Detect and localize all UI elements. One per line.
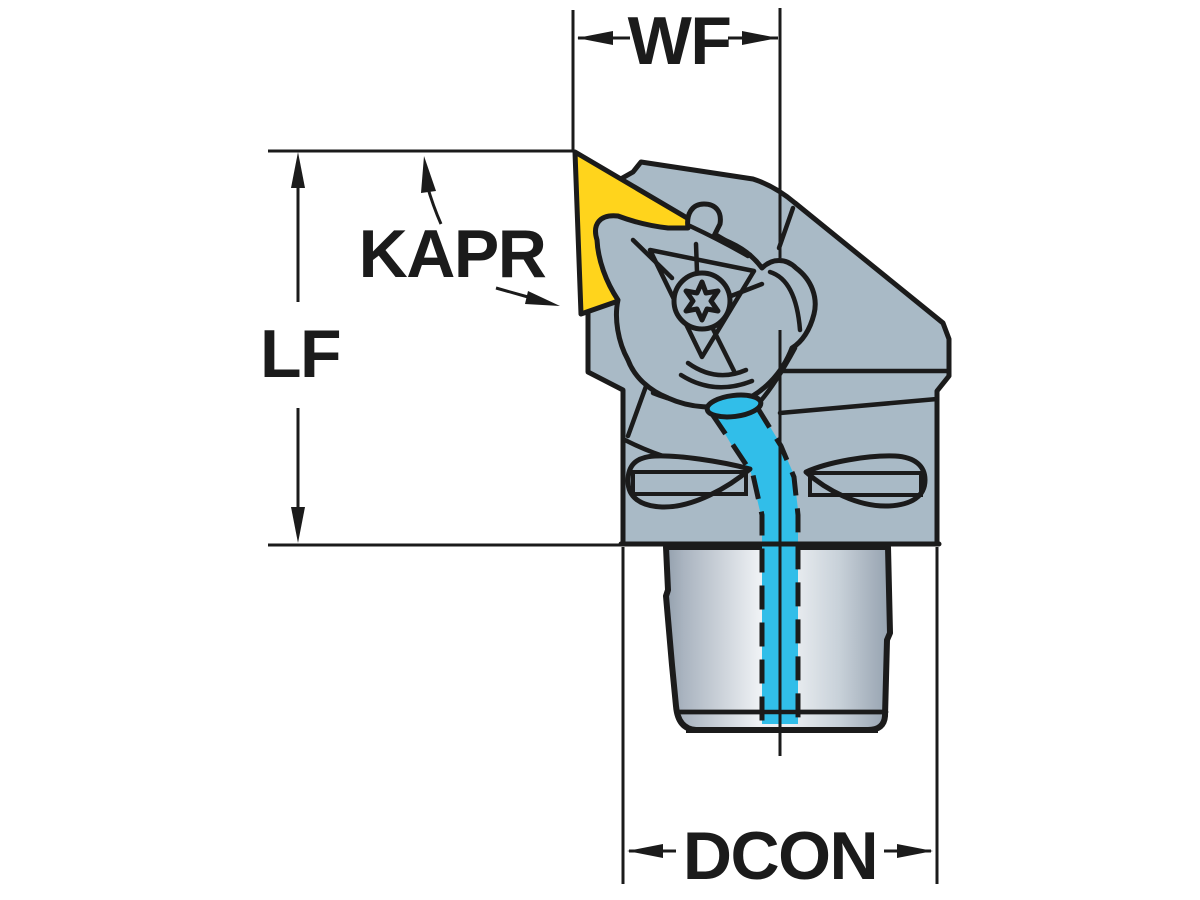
kapr-leader-lower [495,286,529,299]
flange-cone-line [777,396,940,416]
lf-dimension: LF [260,149,624,547]
key-slot-right [803,453,928,509]
wf-arrow-right [742,31,778,45]
dcon-arrow-right [897,844,933,858]
lf-dimension-label: LF [260,316,340,392]
kapr-dimension-label: KAPR [359,216,546,292]
kapr-dimension: KAPR [359,156,560,306]
kapr-arrow-right [525,291,560,306]
dcon-dimension-label: DCON [683,818,877,894]
coolant-inlet-hole [704,392,764,420]
dcon-arrow-left [627,844,663,858]
lf-arrow-down [291,507,305,543]
coolant-stream [711,405,798,724]
wf-dimension: WF [571,3,778,151]
kapr-arrow-up [421,156,436,193]
coolant-hidden-line-right [754,405,801,722]
key-slot-left [625,453,753,510]
dcon-dimension: DCON [621,547,939,894]
torx-screw-socket [683,279,721,323]
insert-clamp [593,201,818,410]
wf-dimension-label: WF [628,3,731,79]
lf-arrow-up [291,152,305,188]
coolant-channel [704,392,801,724]
wf-arrow-left [577,31,613,45]
